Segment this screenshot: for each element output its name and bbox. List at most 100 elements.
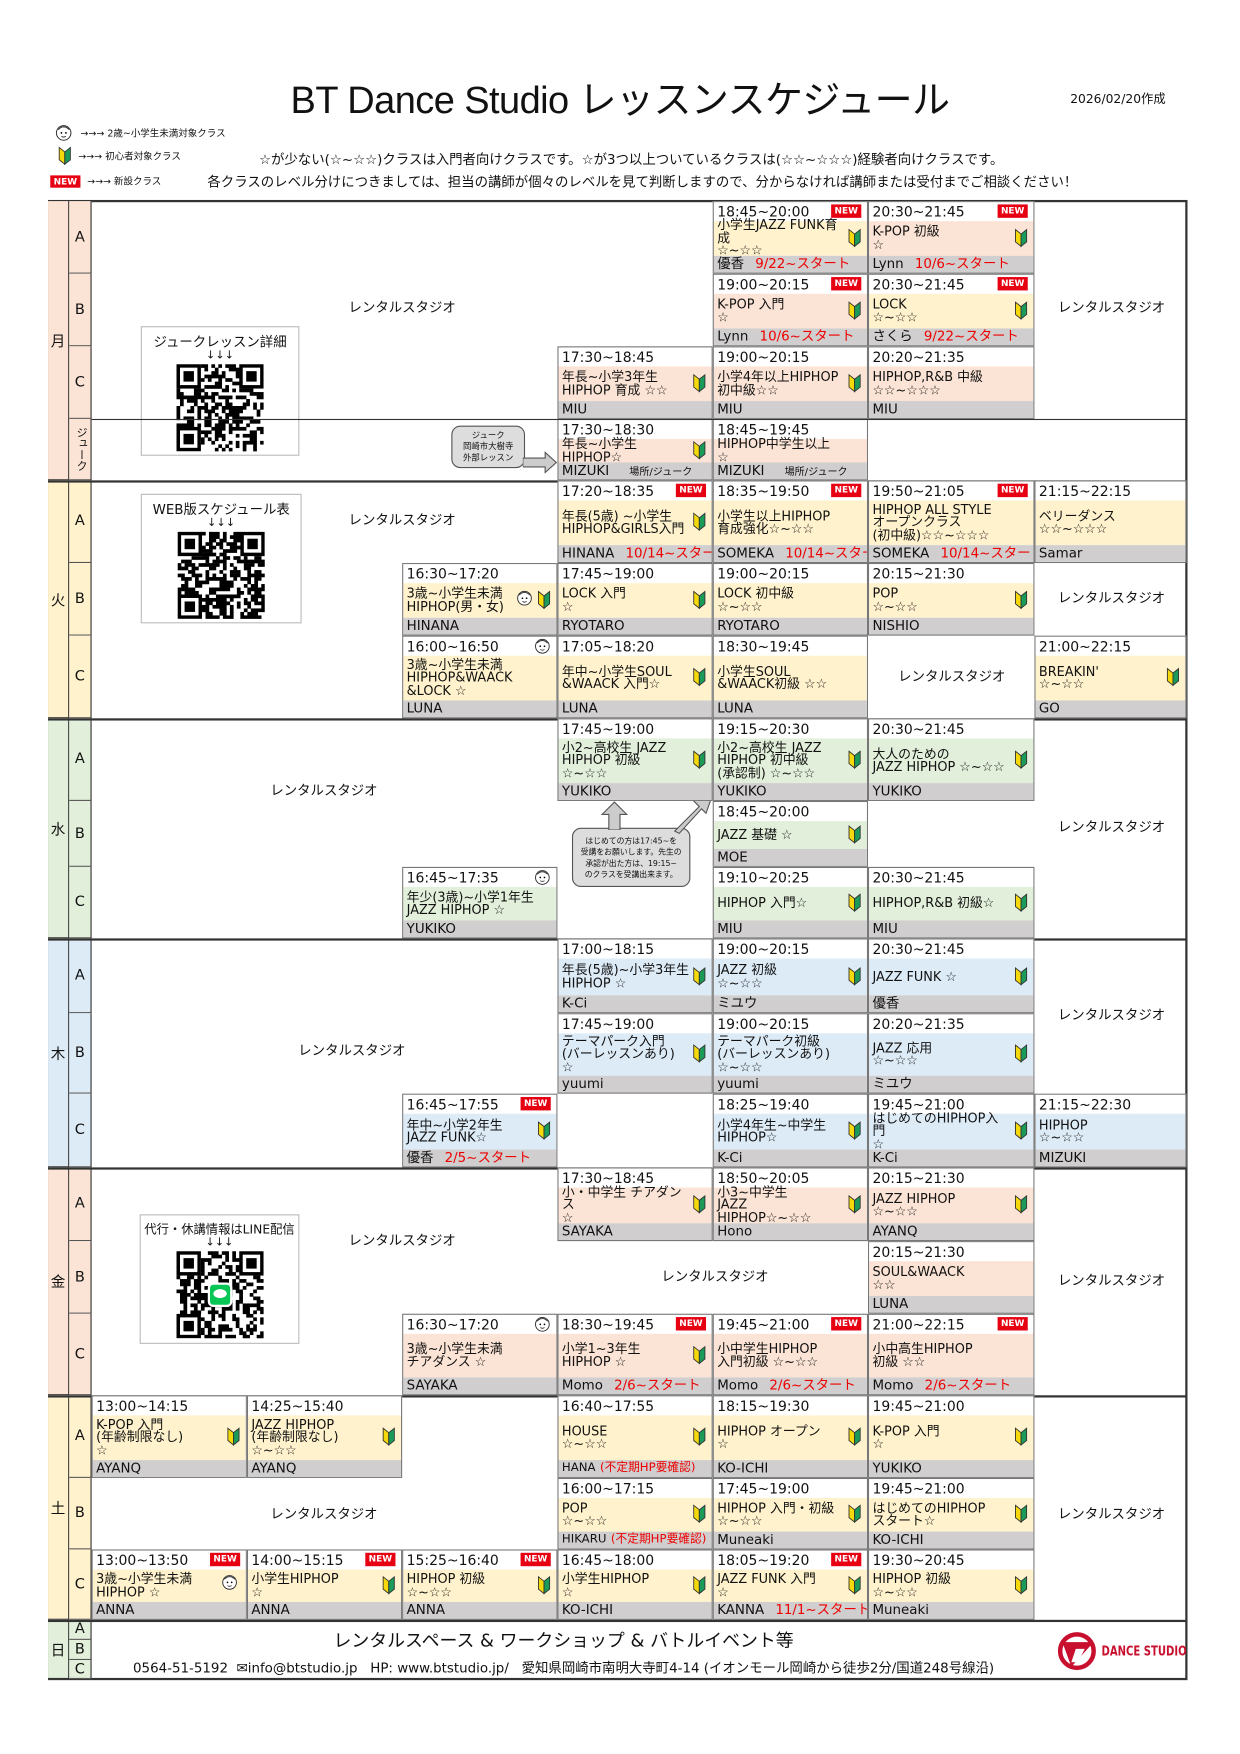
legend-new: NEW →→→ 新設クラス xyxy=(50,174,161,188)
qr-code[interactable] xyxy=(177,531,265,619)
beginner-icon xyxy=(848,373,861,392)
beginner-icon xyxy=(848,893,861,912)
teacher-name: MIU xyxy=(872,401,898,417)
studio-label: A xyxy=(69,1619,92,1640)
beginner-icon xyxy=(382,1427,395,1446)
class-time: 15:25~16:40 xyxy=(403,1550,557,1570)
class-name: 小中高生HIPHOP 初級 ☆☆ xyxy=(869,1333,1034,1378)
start-note: 9/22~スタート xyxy=(923,328,1019,345)
teacher-name: LUNA xyxy=(406,700,443,717)
class-teacher: LUNA xyxy=(869,1295,1034,1313)
class-time: 17:45~19:00 xyxy=(558,1014,712,1034)
beginner-icon xyxy=(382,1575,395,1594)
class-name: JAZZ HIPHOP ☆~☆☆ xyxy=(869,1187,1034,1224)
legend-text: →→→ 初心者対象クラス xyxy=(78,151,181,163)
beginner-icon xyxy=(848,1427,861,1446)
class-name: 3歳~小学生未満 HIPHOP ☆ xyxy=(92,1569,246,1602)
class-teacher: KO-ICHI xyxy=(558,1601,712,1619)
teacher-name: LUNA xyxy=(872,1295,909,1312)
class-time: 17:30~18:45 xyxy=(558,1168,712,1188)
qr-code[interactable] xyxy=(175,1251,264,1339)
class-name: HIPHOP 初級 ☆~☆☆ xyxy=(403,1569,557,1602)
arrow-up-right-icon xyxy=(673,793,714,835)
kid-icon xyxy=(55,125,72,141)
teacher-name: K-Ci xyxy=(872,1149,898,1166)
start-note: 2/5~スタート xyxy=(444,1149,532,1166)
studio-label: B xyxy=(69,1013,92,1094)
arrow-up-icon xyxy=(600,801,629,831)
beginner-icon xyxy=(693,966,706,986)
beginner-icon xyxy=(1166,667,1180,687)
qr-code[interactable] xyxy=(176,364,264,452)
level-note: ☆が少ない(☆~☆☆)クラスは入門者向けクラスです。☆が3つ以上ついているクラス… xyxy=(258,151,1004,168)
class-time: 17:30~18:45 xyxy=(558,347,712,367)
teacher-name: さくら xyxy=(872,328,913,345)
teacher-name: 優香 xyxy=(406,1149,434,1166)
class-teacher: LUNA xyxy=(558,700,712,718)
class-teacher: Samar xyxy=(1035,545,1186,562)
rental-studio-label: レンタルスタジオ xyxy=(270,782,378,799)
